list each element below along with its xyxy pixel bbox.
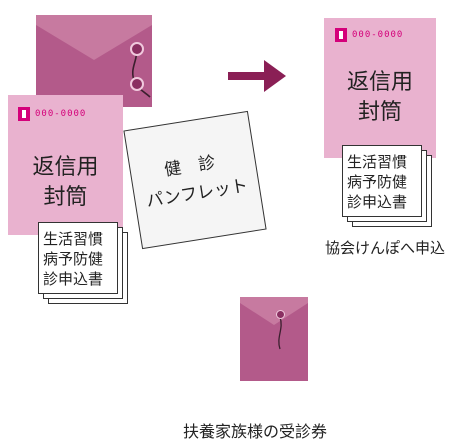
form-title-line2: 病予防健 [347,173,408,191]
postal-mark-icon [18,107,30,121]
checkup-pamphlet: 健 診 パンフレット [123,110,267,250]
application-form-stack-right: 生活習慣 病予防健 診申込書 [342,145,432,227]
envelope-label-line1: 返信用 [346,70,413,95]
return-envelope-right: 000-0000 返信用 封筒 [324,18,436,158]
form-title: 生活習慣 病予防健 診申込書 [347,152,407,212]
envelope-label: 返信用 封筒 [8,153,123,213]
form-title-line1: 生活習慣 [43,230,104,248]
postal-code: 000-0000 [352,30,404,40]
form-sheet: 生活習慣 病予防健 診申込書 [342,145,422,217]
tie-string [278,316,282,350]
form-sheet: 生活習慣 病予防健 診申込書 [38,222,118,294]
envelope-label-line1: 返信用 [32,155,99,180]
submit-caption: 協会けんぽへ申込 [324,239,445,257]
return-envelope-left: 000-0000 返信用 封筒 [8,95,123,235]
tie-button-icon [276,310,285,319]
envelope-label-line2: 封筒 [43,185,88,210]
envelope-label-line2: 封筒 [357,100,402,125]
form-title-line2: 病予防健 [43,250,104,268]
envelope-flap [36,15,152,60]
small-envelope [240,297,308,381]
tie-button-icon [130,77,144,91]
form-title-line3: 診申込書 [347,193,408,211]
envelope-flap [240,297,308,325]
postal-code: 000-0000 [35,109,87,119]
ticket-caption: 扶養家族様の受診券 [182,422,327,441]
envelope-label: 返信用 封筒 [324,68,436,128]
right-arrow-icon [228,60,286,92]
form-title: 生活習慣 病予防健 診申込書 [43,229,103,289]
large-envelope [36,15,152,107]
postal-mark-icon [335,28,347,42]
form-title-line3: 診申込書 [43,270,104,288]
form-title-line1: 生活習慣 [347,153,408,171]
tie-string [131,47,151,98]
application-form-stack-left: 生活習慣 病予防健 診申込書 [38,222,128,304]
tie-button-icon [130,42,144,56]
